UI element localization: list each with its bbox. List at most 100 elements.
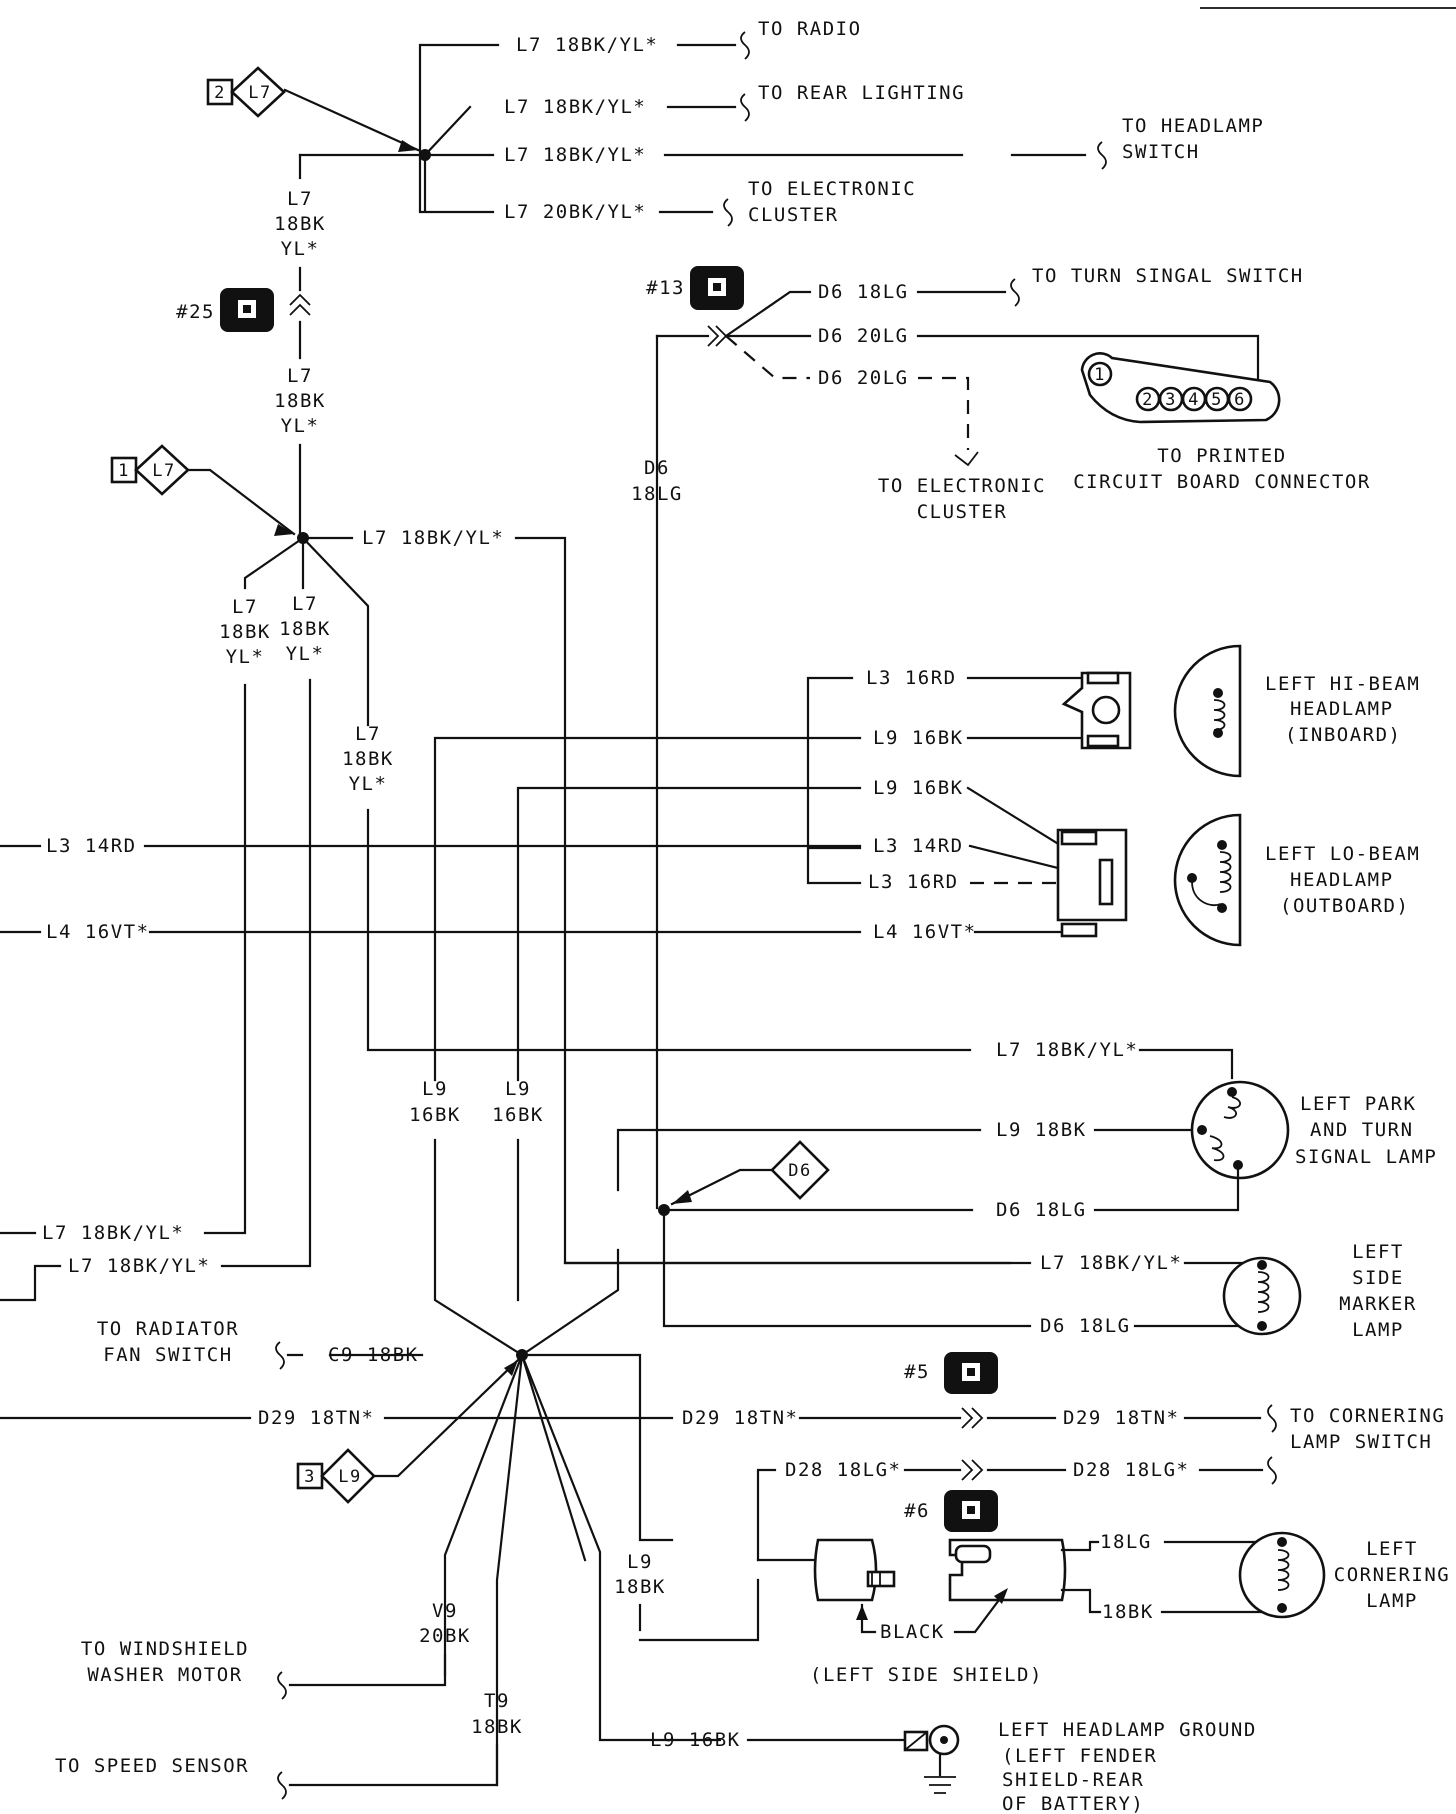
break-icon	[1097, 141, 1107, 170]
printed-circuit-connector: 1 2 3 4 5 6	[1080, 352, 1281, 424]
splice-3-circuit: L9	[338, 1467, 361, 1487]
d28-right-label: D28 18LG*	[1073, 1459, 1189, 1481]
ground-l9-label: L9 16BK	[650, 1729, 741, 1751]
vertical-top-gauge: 18BK	[274, 213, 326, 235]
splice-1-badge: 1 L7	[110, 444, 190, 496]
park-turn-line3: SIGNAL LAMP	[1295, 1146, 1437, 1168]
branch-c-color: YL*	[349, 773, 388, 795]
side-marker-line1: LEFT	[1352, 1241, 1404, 1263]
side-marker-line2: SIDE	[1352, 1267, 1404, 1289]
vertical-l7-group: L7 18BK YL* #25 L7 18BK YL*	[176, 188, 326, 540]
l9-corner-circuit: L9	[627, 1551, 653, 1573]
park-turn-line1: LEFT PARK	[1300, 1093, 1416, 1115]
break-icon	[740, 93, 750, 122]
splice-d6-badge: D6	[770, 1140, 830, 1200]
splice-3-badge: 3 L9	[296, 1448, 376, 1504]
pcb-pin-3: 3	[1165, 390, 1177, 410]
lo-l4-label: L4 16VT*	[873, 921, 977, 943]
ground-icon	[903, 1724, 960, 1794]
d6-vertical-gauge: 18LG	[631, 483, 683, 505]
bottom-group: V9 20BK TO WINDSHIELD WASHER MOTOR T9 18…	[55, 1600, 1257, 1814]
cornering-group: D28 18LG* D28 18LG* #6 18LG 18BK	[614, 1456, 1450, 1686]
connector-25: #25	[176, 288, 274, 332]
headlamp-ground-label: LEFT HEADLAMP GROUND	[998, 1719, 1257, 1741]
to-pcb-line2: CIRCUIT BOARD CONNECTOR	[1073, 471, 1371, 493]
hi-l3-label: L3 16RD	[866, 667, 957, 689]
lamp-bulb-icon	[1227, 1087, 1237, 1097]
branch-c-gauge: 18BK	[342, 748, 394, 770]
park-turn-lamp	[1190, 1080, 1290, 1180]
splice-1-circuit: L7	[152, 461, 175, 481]
marker-d6-label: D6 18LG	[1040, 1315, 1131, 1337]
cornering-connector-right	[948, 1538, 1067, 1602]
cornering-lamp-line3: LAMP	[1366, 1590, 1418, 1612]
cornering-lamp-line1: LEFT	[1366, 1538, 1418, 1560]
headlamp-group: L3 16RD L9 16BK L9 16BK L3 14RD L3 14RD …	[0, 644, 1419, 1082]
t9-circuit: T9	[484, 1690, 510, 1712]
d29-mid-label: D29 18TN*	[682, 1407, 798, 1429]
connector-13: #13	[646, 266, 744, 310]
to-headlamp-switch-line1: TO HEADLAMP	[1122, 115, 1264, 137]
marker-l7-label: L7 18BK/YL*	[1040, 1252, 1182, 1274]
break-icon	[277, 1671, 287, 1700]
park-l7-label: L7 18BK/YL*	[996, 1039, 1138, 1061]
t9-gauge: 18BK	[471, 1716, 523, 1738]
connector-25-number: #25	[176, 301, 215, 323]
cornering-lamp	[1238, 1531, 1326, 1619]
side-marker-lamp	[1222, 1256, 1302, 1336]
vertical-top-color: YL*	[281, 238, 320, 260]
vertical-mid-circuit: L7	[287, 365, 313, 387]
break-icon	[1010, 278, 1020, 307]
branch-b-color: YL*	[286, 643, 325, 665]
vertical-top-circuit: L7	[287, 188, 313, 210]
c9-label: C9 18BK	[328, 1344, 419, 1366]
corner-lg-label: 18LG	[1100, 1531, 1152, 1553]
splice-1-number: 1	[118, 461, 130, 481]
d28-left-label: D28 18LG*	[785, 1459, 901, 1481]
splice-2-circuit: L7	[248, 83, 271, 103]
cornering-connector-left	[813, 1538, 896, 1602]
radiator-fan-line1: TO RADIATOR	[97, 1318, 239, 1340]
cornering-lamp-line2: CORNERING	[1334, 1564, 1450, 1586]
vertical-mid-color: YL*	[281, 415, 320, 437]
to-cluster-mid-line2: CLUSTER	[917, 501, 1008, 523]
connector-6: #6	[904, 1490, 998, 1532]
lamp-bulb-icon	[1217, 840, 1227, 850]
side-marker-line4: LAMP	[1352, 1319, 1404, 1341]
to-cluster-mid-line1: TO ELECTRONIC	[878, 475, 1046, 497]
side-marker-line3: MARKER	[1339, 1293, 1417, 1315]
park-turn-group: L9 18BK LEFT PARK AND TURN SIGNAL LAMP D…	[616, 1080, 1437, 1221]
break-icon	[275, 1341, 285, 1370]
left-l7-a-label: L7 18BK/YL*	[42, 1222, 184, 1244]
cornering-switch-line2: LAMP SWITCH	[1290, 1431, 1432, 1453]
radiator-fan-line2: FAN SWITCH	[103, 1344, 232, 1366]
hi-beam-line2: HEADLAMP	[1290, 698, 1394, 720]
to-radio-label: TO RADIO	[758, 18, 862, 40]
lo-beam-line3: (OUTBOARD)	[1280, 895, 1409, 917]
d6-vertical-circuit: D6	[644, 457, 670, 479]
left-lines-group: L9 16BK L9 16BK L7 18BK/YL* L7 18BK/YL*	[0, 1078, 542, 1357]
break-icon	[277, 1771, 287, 1800]
hi-beam-lamp	[1173, 644, 1242, 778]
to-pcb-line1: TO PRINTED	[1157, 445, 1286, 467]
wire-headlamp-switch-label: L7 18BK/YL*	[504, 144, 646, 166]
left-l3-label: L3 14RD	[46, 835, 137, 857]
pcb-pin-6: 6	[1234, 390, 1246, 410]
branch-b-gauge: 18BK	[279, 618, 331, 640]
vertical-mid-gauge: 18BK	[274, 390, 326, 412]
connector-13-number: #13	[646, 277, 685, 299]
wire-cluster-label: L7 20BK/YL*	[504, 201, 646, 223]
d6-group: #13 D6 18LG D6 20LG D6 20LG TO TURN SING…	[631, 265, 1371, 1210]
d6-turn-signal-label: D6 18LG	[818, 281, 909, 303]
park-turn-line2: AND TURN	[1310, 1119, 1414, 1141]
lo-beam-connector	[1056, 828, 1128, 938]
side-marker-group: L7 18BK/YL* D6 18LG LEFT SIDE MARKER LAM…	[563, 1208, 1417, 1341]
lamp-bulb-icon	[1277, 1537, 1287, 1547]
pcb-pin-1: 1	[1094, 365, 1106, 385]
branch-a-circuit: L7	[232, 596, 258, 618]
lamp-bulb-icon	[1213, 688, 1223, 698]
black-label: BLACK	[880, 1621, 945, 1643]
to-cluster-top-line1: TO ELECTRONIC	[748, 178, 916, 200]
to-cluster-top-line2: CLUSTER	[748, 204, 839, 226]
